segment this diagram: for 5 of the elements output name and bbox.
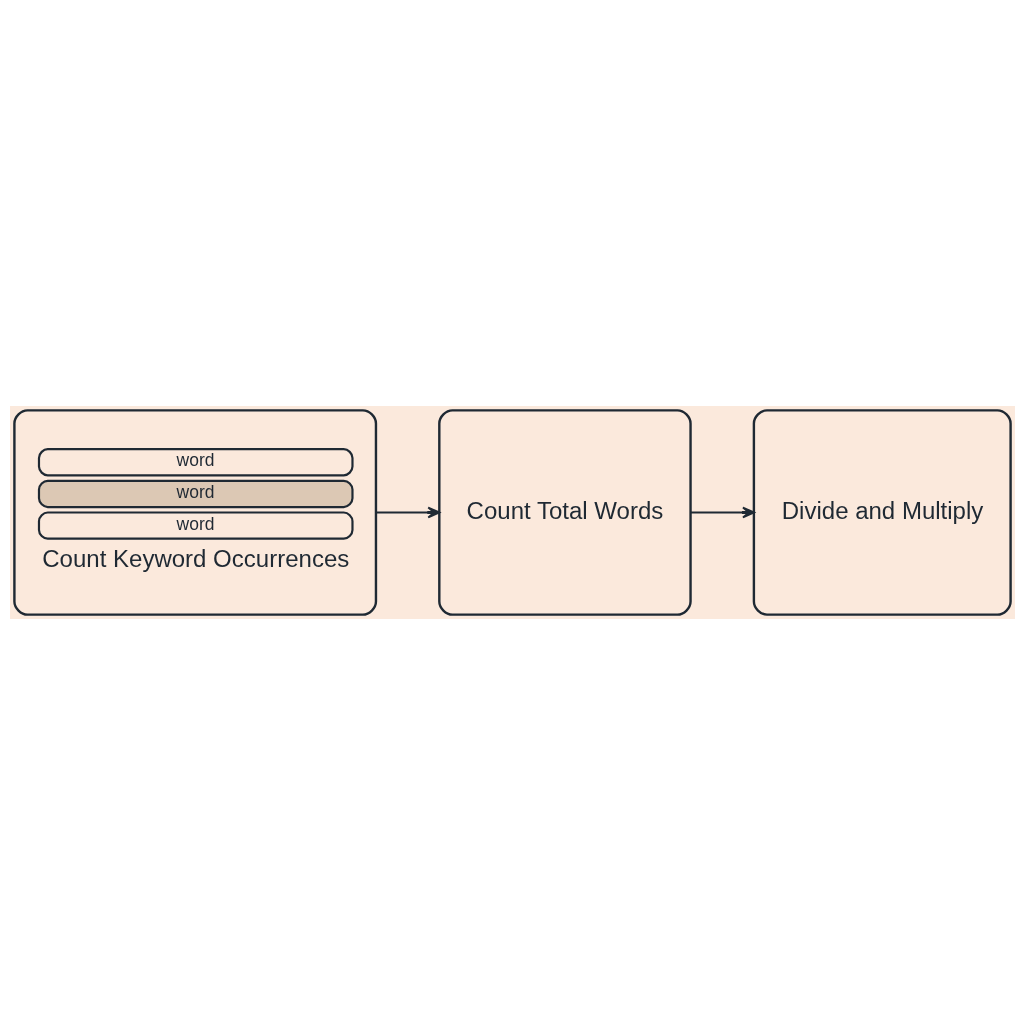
node-box: Count Total Words xyxy=(437,408,692,616)
arrow xyxy=(689,506,755,518)
node-box: Divide and Multiply xyxy=(752,408,1012,616)
arrow xyxy=(374,506,440,518)
node-box: word word word Count Keyword Occurrences xyxy=(12,408,377,616)
